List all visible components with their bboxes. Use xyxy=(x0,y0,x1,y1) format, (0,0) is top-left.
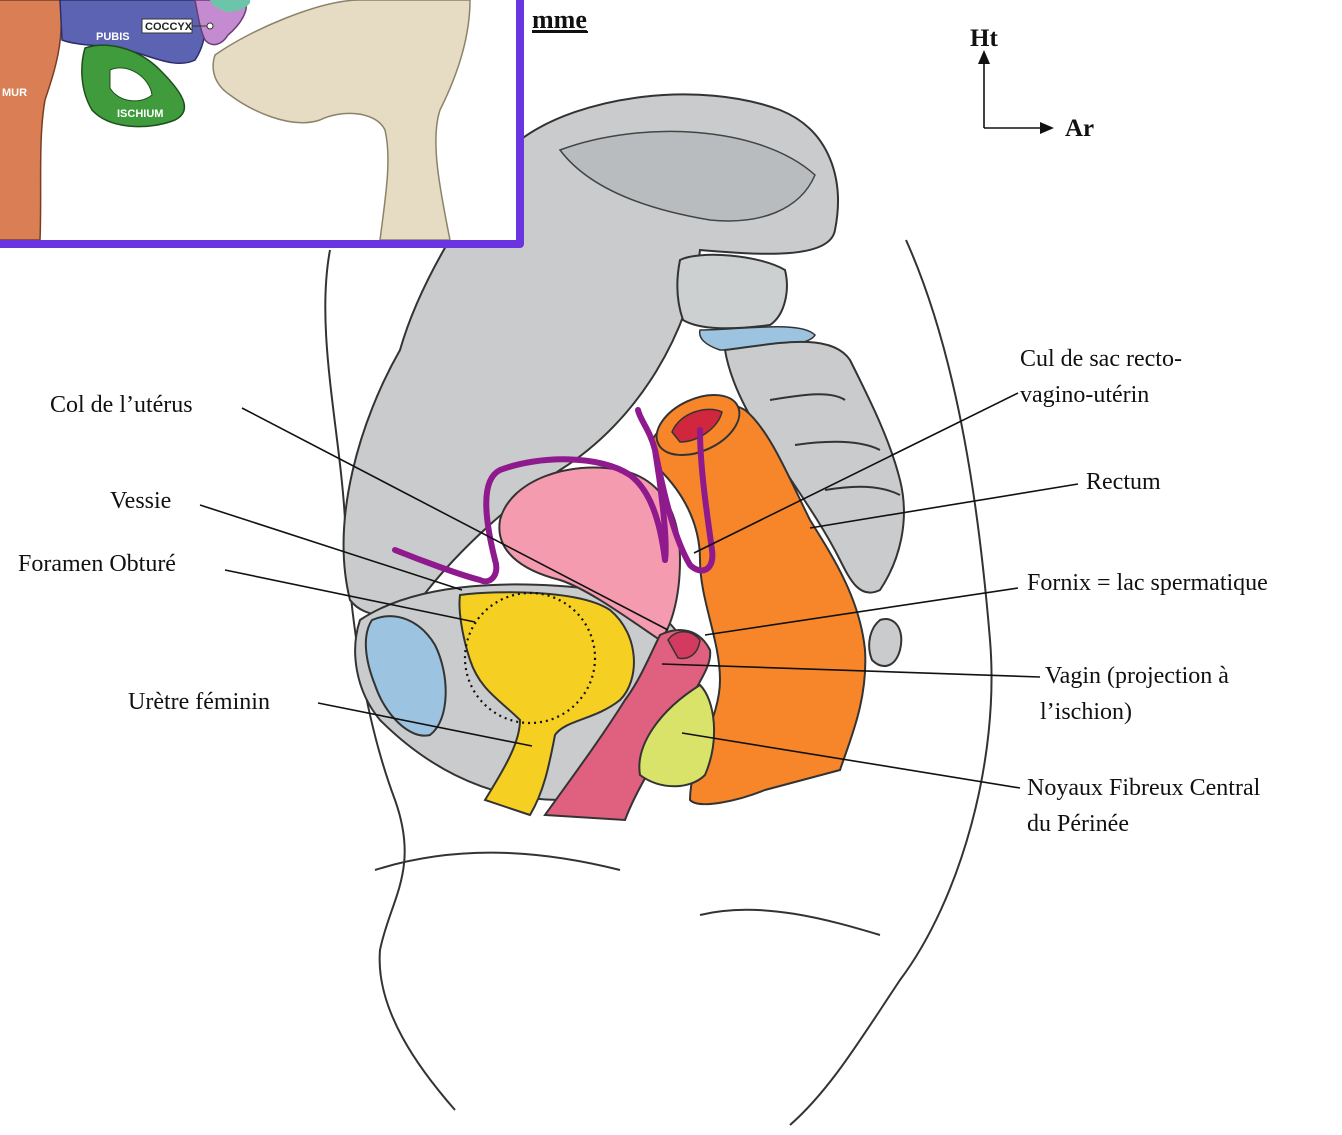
orientation-back-arrowhead xyxy=(1040,122,1054,134)
inset-label-ischium: ISCHIUM xyxy=(117,108,163,120)
label-vessie: Vessie xyxy=(110,488,171,514)
inset-pelvis: PUBIS ISCHIUM MUR COCCYX xyxy=(0,0,524,244)
label-fornix: Fornix = lac spermatique xyxy=(1027,570,1268,596)
label-cul-de-sac-2: vagino-utérin xyxy=(1020,382,1149,408)
label-vagin-1: Vagin (projection à xyxy=(1045,663,1229,689)
label-noyaux-2: du Périnée xyxy=(1027,811,1129,837)
label-uretre: Urètre féminin xyxy=(128,689,270,715)
orientation-indicator: Ht Ar xyxy=(970,25,1094,142)
label-cul-de-sac-1: Cul de sac recto- xyxy=(1020,346,1182,372)
orientation-back-label: Ar xyxy=(1065,115,1094,142)
label-foramen: Foramen Obturé xyxy=(18,551,176,577)
body-outline-buttock xyxy=(700,910,880,935)
coccyx xyxy=(869,619,901,666)
orientation-up-label: Ht xyxy=(970,25,998,52)
label-noyaux-1: Noyaux Fibreux Central xyxy=(1027,775,1261,801)
label-rectum: Rectum xyxy=(1086,469,1161,495)
inset-label-pubis: PUBIS xyxy=(96,31,130,43)
label-col-uterus: Col de l’utérus xyxy=(50,392,193,418)
title-fragment: mme xyxy=(532,5,587,34)
inset-label-femur: MUR xyxy=(2,87,27,99)
body-outline-thigh xyxy=(375,853,620,870)
inset-coccyx-dot xyxy=(207,23,213,29)
orientation-up-arrowhead xyxy=(978,50,990,64)
vertebra-l5 xyxy=(677,255,787,328)
inset-label-coccyx: COCCYX xyxy=(145,21,193,33)
label-vagin-2: l’ischion) xyxy=(1040,699,1132,725)
